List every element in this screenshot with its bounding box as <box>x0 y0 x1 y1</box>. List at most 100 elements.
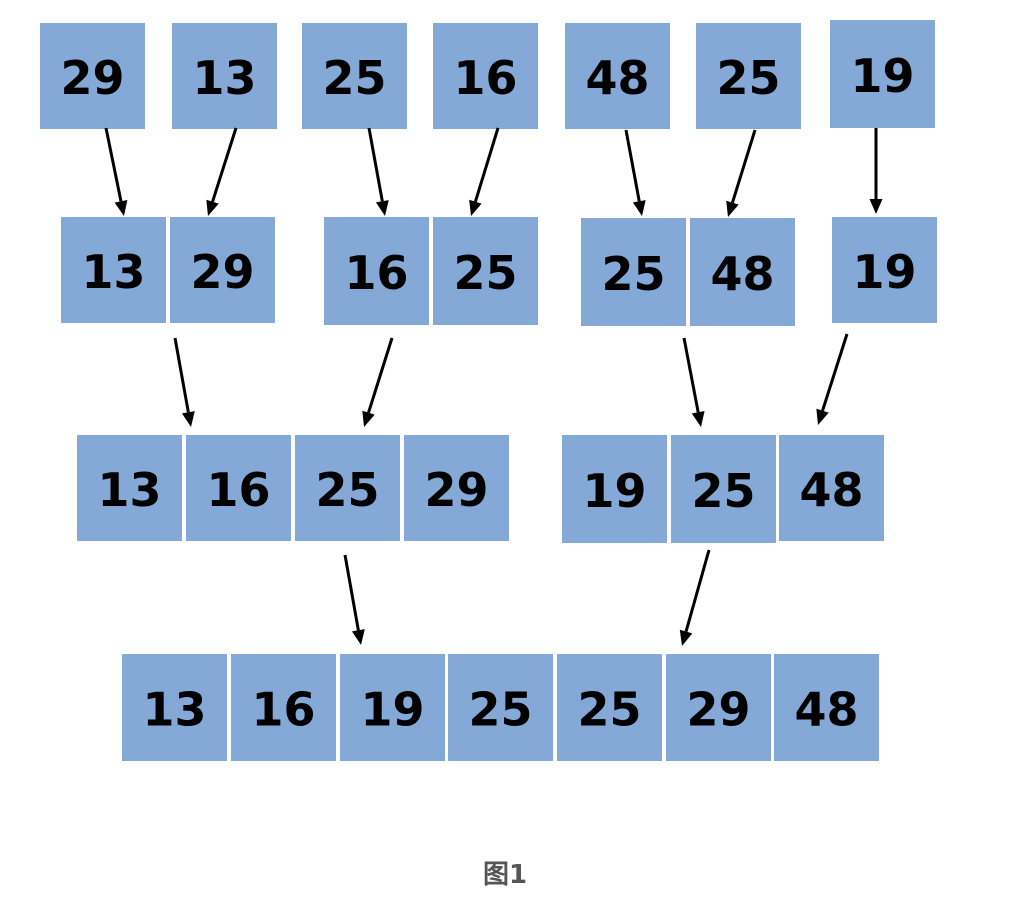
cell-level-1: 48 <box>565 23 670 129</box>
cell-box <box>186 435 291 541</box>
cell-value: 13 <box>97 463 161 517</box>
cell-box <box>666 654 771 761</box>
cell-level-1: 16 <box>433 23 538 129</box>
cell-level-3: 25 <box>295 435 400 541</box>
cell-value: 25 <box>453 246 517 300</box>
arrow-head <box>816 408 829 425</box>
cell-level-3: 48 <box>779 435 884 541</box>
cell-box <box>172 23 277 129</box>
cell-value: 25 <box>691 464 755 518</box>
cell-box <box>433 217 538 325</box>
cell-box <box>340 654 445 761</box>
cell-value: 25 <box>468 683 532 737</box>
cell-level-1: 25 <box>696 23 801 129</box>
arrow-shaft <box>821 333 849 412</box>
cell-level-3: 19 <box>562 435 667 543</box>
cell-level-3: 16 <box>186 435 291 541</box>
arrow-shaft <box>211 127 238 203</box>
cell-value: 16 <box>344 246 408 300</box>
cell-level-4: 16 <box>231 654 336 761</box>
arrow-shaft <box>731 129 757 204</box>
arrow-shaft <box>367 127 384 202</box>
cell-value: 48 <box>794 683 858 737</box>
arrow-head <box>375 200 389 216</box>
arrow-shaft <box>473 127 500 203</box>
cell-level-3: 25 <box>671 435 776 543</box>
merge-arrow <box>104 127 128 216</box>
cell-box <box>779 435 884 541</box>
cell-value: 29 <box>686 683 750 737</box>
cell-value: 25 <box>322 51 386 105</box>
cell-value: 13 <box>192 51 256 105</box>
merge-arrow <box>682 337 705 427</box>
arrow-head <box>726 200 739 217</box>
cell-level-3: 13 <box>77 435 182 541</box>
arrow-shaft <box>343 554 360 631</box>
cell-box <box>40 23 145 129</box>
arrow-shaft <box>684 549 711 632</box>
arrow-head <box>351 629 365 645</box>
cell-value: 25 <box>716 51 780 105</box>
cell-level-2: 48 <box>690 218 795 326</box>
cell-level-3: 29 <box>404 435 509 541</box>
cell-value: 16 <box>453 51 517 105</box>
figure-caption: 图1 <box>482 860 528 890</box>
cell-box <box>565 23 670 129</box>
arrow-shaft <box>104 127 123 202</box>
cell-value: 25 <box>577 683 641 737</box>
cell-box <box>830 20 935 128</box>
cell-value: 19 <box>850 49 914 103</box>
cell-level-2: 25 <box>581 218 686 326</box>
cell-box <box>61 217 166 323</box>
arrow-shaft <box>173 337 190 413</box>
cell-box <box>774 654 879 761</box>
cell-level-2: 13 <box>61 217 166 323</box>
cell-level-1: 13 <box>172 23 277 129</box>
cell-box <box>690 218 795 326</box>
cell-value: 19 <box>360 683 424 737</box>
arrow-head <box>632 200 646 216</box>
merge-arrow <box>343 554 365 645</box>
cell-box <box>671 435 776 543</box>
cell-box <box>696 23 801 129</box>
cell-value: 29 <box>60 51 124 105</box>
cell-level-4: 48 <box>774 654 879 761</box>
cell-box <box>557 654 662 761</box>
arrow-head <box>362 410 375 427</box>
cell-level-1: 29 <box>40 23 145 129</box>
cell-box <box>581 218 686 326</box>
arrow-head <box>679 629 693 646</box>
arrow-head <box>691 411 705 427</box>
cell-value: 16 <box>251 683 315 737</box>
merge-arrow <box>726 129 757 217</box>
arrow-shaft <box>367 337 394 414</box>
merge-arrow <box>206 127 238 216</box>
cell-box <box>404 435 509 541</box>
merge-arrow <box>624 129 646 216</box>
cell-level-2: 25 <box>433 217 538 325</box>
cell-level-2: 16 <box>324 217 429 325</box>
cell-value: 13 <box>142 683 206 737</box>
cell-level-4: 19 <box>340 654 445 761</box>
cell-box <box>295 435 400 541</box>
cell-value: 19 <box>852 245 916 299</box>
arrow-head <box>869 199 883 214</box>
cell-level-4: 13 <box>122 654 227 761</box>
cell-value: 29 <box>190 245 254 299</box>
cell-box <box>77 435 182 541</box>
cell-box <box>448 654 553 761</box>
arrow-head <box>181 411 195 427</box>
cell-box <box>302 23 407 129</box>
merge-arrow <box>679 549 711 646</box>
merge-arrow <box>367 127 389 216</box>
cell-box <box>433 23 538 129</box>
merge-arrow <box>173 337 195 427</box>
merge-arrow <box>816 333 849 425</box>
cell-value: 13 <box>81 245 145 299</box>
merge-arrow <box>362 337 394 427</box>
cell-box <box>562 435 667 543</box>
arrow-head <box>206 199 219 216</box>
cell-level-4: 25 <box>448 654 553 761</box>
cell-level-2: 29 <box>170 217 275 323</box>
